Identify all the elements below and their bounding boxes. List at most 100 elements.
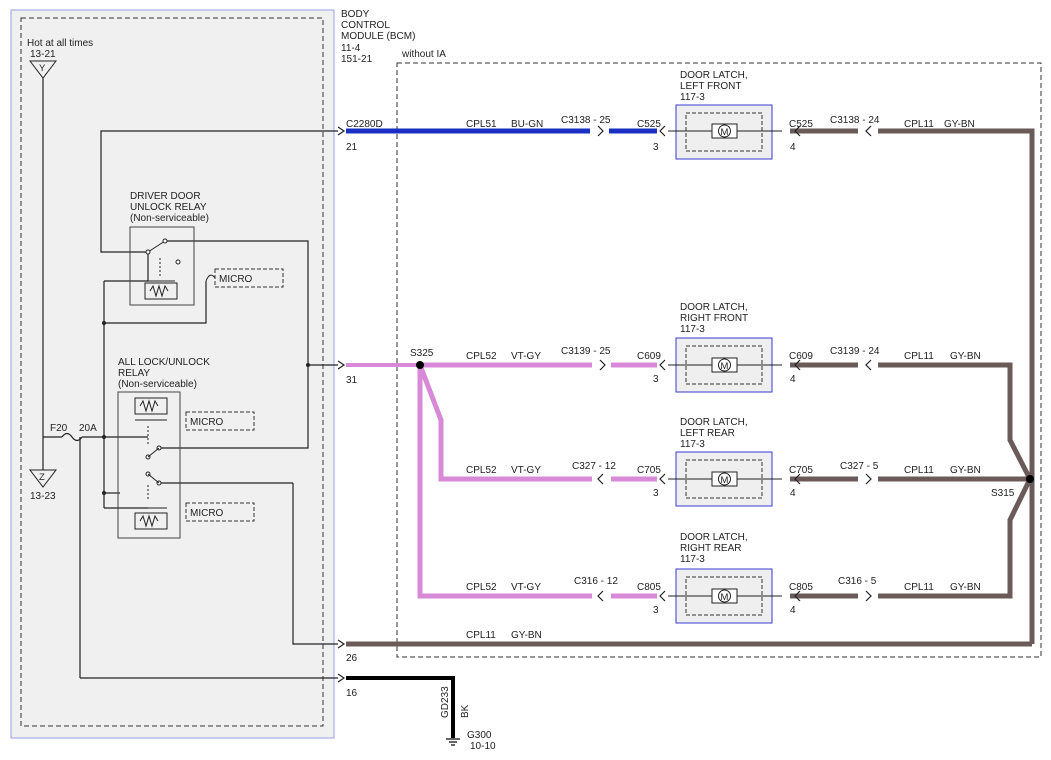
driver-relay-line-3: (Non-serviceable) [130, 213, 209, 224]
conn-c525-left: C525 [637, 119, 661, 130]
latch-rr-motor-icon [718, 589, 731, 603]
splice-s315-label: S315 [991, 488, 1015, 499]
conn-c805-left-pin: 3 [653, 605, 659, 616]
driver-relay-line-2: UNLOCK RELAY [130, 202, 207, 213]
wire-bottom-circuit: CPL11 [466, 630, 496, 641]
wire-rr-out [878, 477, 1033, 599]
latch-lf-inner [685, 112, 763, 152]
latch-rf: DOOR LATCH, RIGHT FRONT 117-3 M [668, 302, 782, 393]
all-lock-relay-internals [134, 397, 168, 530]
wire-lr-out-color: GY-BN [950, 465, 981, 476]
pin-arrows [337, 126, 346, 683]
wire-rr-out-circuit: CPL11 [904, 582, 934, 593]
latch-rf-motor-label: M [721, 361, 729, 372]
fuse-rating: 20A [79, 423, 97, 434]
conn-c705-right: C705 [789, 465, 813, 476]
wire-rr-in [417, 365, 592, 599]
power-source-symbol [28, 60, 58, 79]
wire-rf-out-color: GY-BN [950, 351, 981, 362]
pin-31-number: 31 [346, 375, 358, 386]
conn-c316-5: C316 - 5 [838, 576, 877, 587]
conn-c525-right: C525 [789, 119, 813, 130]
latch-rf-line-1: DOOR LATCH, [680, 302, 748, 313]
bcm-title-line-1: BODY [341, 9, 370, 20]
all-lock-micro-bottom-label: MICRO [190, 508, 224, 519]
latch-lf-line-1: DOOR LATCH, [680, 70, 748, 81]
wire-lr-in-circuit: CPL52 [466, 465, 497, 476]
splice-s325-label: S325 [410, 348, 434, 359]
ground-source-symbol [28, 469, 58, 488]
conn-c805-left: C805 [637, 582, 661, 593]
driver-relay-internals [144, 238, 181, 300]
without-ia-region [396, 62, 1042, 658]
ground-symbol-icon [446, 738, 460, 746]
hot-ref: 13-21 [30, 49, 56, 60]
conn-c3139-25: C3139 - 25 [561, 346, 611, 357]
conn-c3138-24: C3138 - 24 [830, 115, 880, 126]
conn-c3139-24: C3139 - 24 [830, 346, 880, 357]
all-lock-micro-top-label: MICRO [190, 417, 224, 428]
latch-rf-inner [685, 345, 763, 385]
wire-bottom-color: GY-BN [511, 630, 542, 641]
conn-c316-12: C316 - 12 [574, 576, 618, 587]
conn-c805-right: C805 [789, 582, 813, 593]
pin-26-number: 26 [346, 653, 358, 664]
conn-c609-right: C609 [789, 351, 813, 362]
latch-lf: DOOR LATCH, LEFT FRONT 117-3 M [668, 70, 782, 160]
ground-wire-color: BK [460, 704, 471, 718]
wire-lf-in-color: BU-GN [511, 119, 543, 130]
pin-21-connector: C2280D [346, 119, 383, 130]
conn-c705-right-pin: 4 [790, 488, 796, 499]
wire-rr-in-color: VT-GY [511, 582, 541, 593]
bcm-title-line-5: 151-21 [341, 54, 373, 65]
splice-s315-dot [1026, 475, 1034, 483]
bcm-junction-1 [102, 321, 106, 325]
conn-c3138-25: C3138 - 25 [561, 115, 611, 126]
left-connector-arrows [597, 125, 666, 602]
latch-lr-line-1: DOOR LATCH, [680, 417, 748, 428]
wire-lr-in [417, 364, 592, 482]
wire-rf-out [878, 362, 1033, 481]
driver-micro-link [205, 274, 216, 282]
wire-rf-in-color: VT-GY [511, 351, 541, 362]
wire-rr-in-circuit: CPL52 [466, 582, 497, 593]
bcm-module-box [10, 9, 335, 739]
pin-16-number: 16 [346, 688, 358, 699]
driver-micro-label: MICRO [219, 274, 253, 285]
wire-rf-in-circuit: CPL52 [466, 351, 497, 362]
wire-lf-in-circuit: CPL51 [466, 119, 497, 130]
wire-lf-out-circuit: CPL11 [904, 119, 934, 130]
conn-c805-right-pin: 4 [790, 605, 796, 616]
latch-lr-line-3: 117-3 [680, 439, 705, 450]
ground-wire-circuit: GD233 [440, 686, 451, 718]
latch-rr-line-3: 117-3 [680, 554, 705, 565]
latch-lf-line-2: LEFT FRONT [680, 81, 741, 92]
ground-source-ref: 13-23 [30, 491, 56, 502]
latch-rf-motor-icon [718, 358, 731, 372]
conn-c327-12: C327 - 12 [572, 461, 616, 472]
bcm-inner-dashed [20, 17, 324, 727]
wire-lf-out-color: GY-BN [944, 119, 975, 130]
conn-c705-left: C705 [637, 465, 661, 476]
ground-wire [346, 676, 455, 738]
latch-lr-line-2: LEFT REAR [680, 428, 735, 439]
wire-rr-out-color: GY-BN [950, 582, 981, 593]
fuse-name: F20 [50, 423, 68, 434]
latch-rr-line-2: RIGHT REAR [680, 543, 742, 554]
latch-lr: DOOR LATCH, LEFT REAR 117-3 M [668, 417, 782, 507]
latch-lr-motor-label: M [721, 475, 729, 486]
hot-at-all-times-label: Hot at all times [27, 38, 93, 49]
splice-s325-dot [416, 361, 424, 369]
all-lock-relay-line-1: ALL LOCK/UNLOCK [118, 357, 210, 368]
latch-lr-motor-icon [718, 472, 731, 486]
conn-c609-left-pin: 3 [653, 374, 659, 385]
all-lock-relay-box [117, 391, 181, 539]
conn-c609-right-pin: 4 [790, 374, 796, 385]
latch-rr-motor-label: M [721, 592, 729, 603]
bcm-title-line-4: 11-4 [341, 43, 361, 54]
bcm-title-line-3: MODULE (BCM) [341, 31, 415, 42]
conn-c609-left: C609 [637, 351, 661, 362]
driver-relay-line-1: DRIVER DOOR [130, 191, 201, 202]
ground-point-label: G300 [467, 730, 492, 741]
